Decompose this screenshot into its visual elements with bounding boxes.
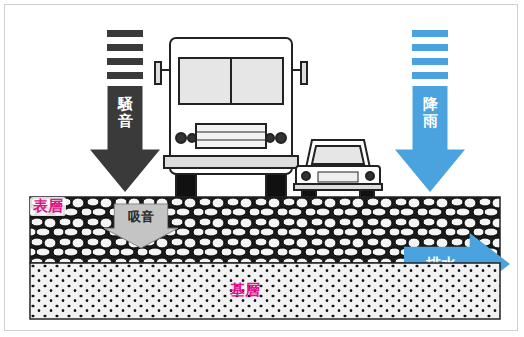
layer-label: 騒音 (118, 96, 133, 129)
noise-stripes (107, 30, 143, 79)
noise-arrow: 騒音 (90, 86, 160, 192)
arrow-shape (104, 204, 178, 248)
layer-label: 吸音 (128, 208, 154, 226)
layer-label: 表層 (30, 197, 66, 216)
arrow-shape (90, 86, 160, 192)
layer-texture (30, 263, 500, 319)
arrow-shape (395, 86, 465, 192)
rain-arrow: 降雨 (395, 86, 465, 192)
layer-label: 降雨 (423, 96, 438, 129)
truck (155, 38, 307, 200)
rain-stripes (412, 30, 448, 79)
absorption-arrow: 吸音 (104, 204, 178, 248)
car (294, 140, 382, 200)
base-layer-band-shape (30, 263, 500, 319)
base-layer-band: 基層 (30, 263, 500, 319)
layer-label: 基層 (230, 281, 260, 300)
